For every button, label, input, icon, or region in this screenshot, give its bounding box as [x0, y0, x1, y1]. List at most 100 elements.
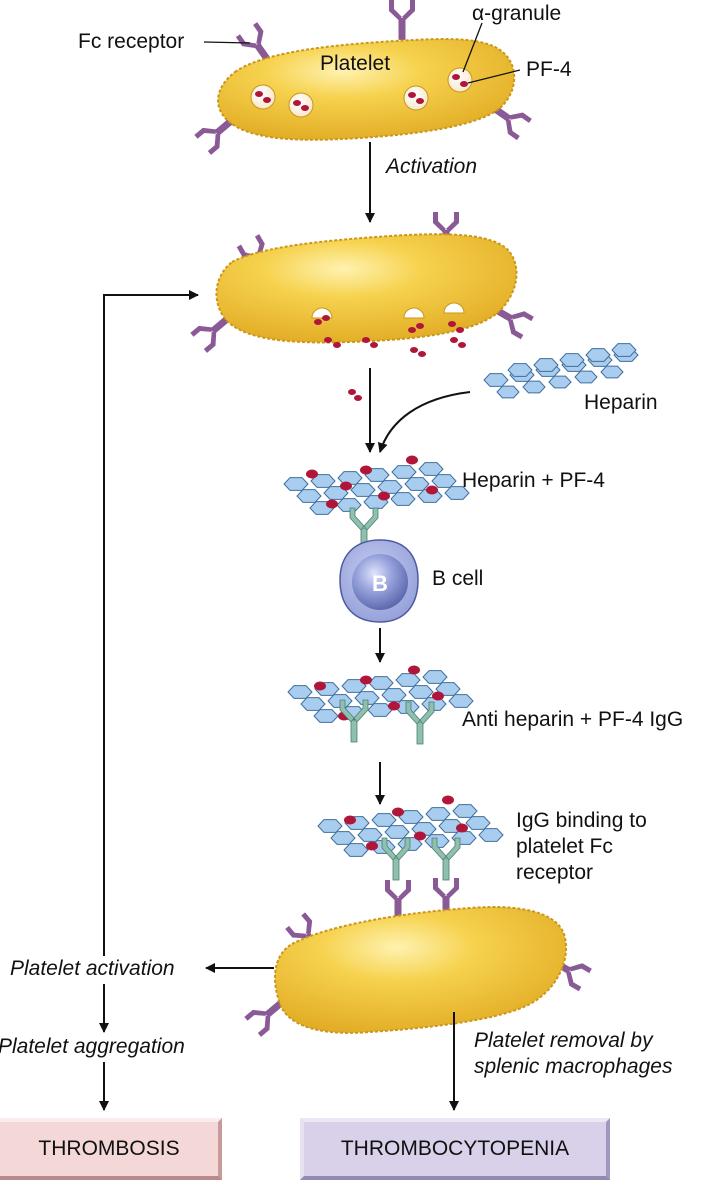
- heparin-unit: [559, 353, 585, 367]
- fc-receptor-icon: [385, 880, 411, 920]
- heparin-label: Heparin: [584, 391, 658, 414]
- heparin-unit: [357, 828, 383, 842]
- pf4-unit: [406, 455, 418, 465]
- heparin-unit: [296, 489, 322, 503]
- heparin-unit: [425, 807, 451, 821]
- pf4-unit: [360, 675, 372, 685]
- thrombosis-outcome-box: THROMBOSIS: [0, 1118, 222, 1180]
- pf4-label: PF-4: [526, 58, 572, 81]
- heparin-pf4-label: Heparin + PF-4: [462, 469, 605, 492]
- igg-antibody-icon: [381, 837, 411, 881]
- b-cell-label: B cell: [432, 567, 484, 590]
- heparin-unit: [377, 480, 403, 494]
- fc-receptor-icon: [389, 0, 415, 40]
- platelet-aggregation-label: Platelet aggregation: [0, 1035, 185, 1058]
- alpha-granule-icon: [311, 302, 465, 319]
- thrombocytopenia-outcome-box: THROMBOCYTOPENIA: [300, 1118, 610, 1180]
- heparin-unit: [283, 477, 309, 491]
- heparin-unit: [422, 670, 448, 684]
- pf4-molecule-icon: [255, 74, 468, 111]
- igg-binding-label-line3: receptor: [516, 861, 594, 884]
- heparin-unit: [343, 843, 369, 857]
- heparin-unit: [317, 819, 343, 833]
- heparin-unit: [336, 498, 362, 512]
- pf4-unit: [326, 499, 338, 509]
- heparin-unit: [448, 694, 474, 708]
- heparin-unit: [395, 673, 421, 687]
- platelet-removal-label-line2: splenic macrophages: [474, 1055, 673, 1078]
- heparin-unit: [600, 365, 624, 379]
- heparin-unit: [371, 813, 397, 827]
- igg-antibody-icon: [405, 701, 435, 745]
- heparin-pf4-complex-icon: [317, 795, 504, 857]
- b-cell-letter: B: [372, 571, 388, 596]
- heparin-unit: [452, 804, 478, 818]
- pf4-unit: [378, 491, 390, 501]
- platelet-label: Platelet: [320, 52, 391, 75]
- heparin-unit: [391, 465, 417, 479]
- heparin-unit: [496, 385, 520, 399]
- anti-heparin-igg-label: Anti heparin + PF-4 IgG: [462, 708, 684, 731]
- heparin-unit: [478, 828, 504, 842]
- igg-binding-label-line2: platelet Fc: [516, 835, 613, 858]
- heparin-pf4-complex-icon: [287, 665, 474, 723]
- thrombosis-label: THROMBOSIS: [38, 1137, 180, 1160]
- platelet-body: [274, 906, 568, 1034]
- pf4-unit: [366, 841, 378, 851]
- platelet-resting: [194, 0, 532, 155]
- heparin-unit: [313, 709, 339, 723]
- platelet-body: [215, 233, 518, 344]
- heparin-pf4-complex-icon: [283, 455, 470, 515]
- heparin-unit: [522, 380, 546, 394]
- alpha-granule-label: α-granule: [472, 2, 562, 25]
- released-pf4-icon: [314, 315, 466, 401]
- pf4-unit: [414, 831, 426, 841]
- pf4-unit: [340, 481, 352, 491]
- pf4-unit: [442, 795, 454, 805]
- heparin-unit: [444, 486, 470, 500]
- platelet-opsonized: [244, 906, 592, 1037]
- pf4-unit: [314, 681, 326, 691]
- pf4-unit: [360, 465, 372, 475]
- heparin-unit: [300, 697, 326, 711]
- heparin-unit: [404, 477, 430, 491]
- heparin-unit: [465, 816, 491, 830]
- heparin-unit: [381, 688, 407, 702]
- heparin-unit: [350, 483, 376, 497]
- pf4-unit: [426, 485, 438, 495]
- heparin-unit: [585, 348, 611, 362]
- pf4-unit: [388, 701, 400, 711]
- thrombocytopenia-label: THROMBOCYTOPENIA: [340, 1137, 570, 1160]
- heparin-unit: [548, 375, 572, 389]
- heparin-unit: [574, 370, 598, 384]
- platelet-body: [217, 38, 516, 141]
- heparin-unit: [390, 492, 416, 506]
- pf4-unit: [306, 469, 318, 479]
- heparin-chain-icon: [483, 343, 639, 399]
- pf4-unit: [392, 807, 404, 817]
- heparin-unit: [418, 462, 444, 476]
- heparin-unit: [330, 831, 356, 845]
- fc-receptor-label: Fc receptor: [78, 30, 185, 53]
- heparin-unit: [337, 471, 363, 485]
- heparin-unit: [483, 373, 509, 387]
- heparin-unit: [287, 685, 313, 699]
- heparin-unit: [368, 676, 394, 690]
- igg-binding-label-line1: IgG binding to: [516, 809, 647, 832]
- heparin-unit: [533, 358, 559, 372]
- pf4-unit: [344, 815, 356, 825]
- platelet-activated: [190, 212, 534, 401]
- pf4-unit: [456, 823, 468, 833]
- heparin-unit: [507, 363, 533, 377]
- b-cell-icon: B: [339, 539, 419, 623]
- pf4-unit: [432, 691, 444, 701]
- pf4-unit: [408, 665, 420, 675]
- heparin-unit: [431, 474, 457, 488]
- heparin-unit: [384, 825, 410, 839]
- platelet-removal-label-line1: Platelet removal by: [474, 1029, 653, 1052]
- heparin-unit: [611, 343, 637, 357]
- platelet-activation-label: Platelet activation: [10, 957, 175, 980]
- heparin-unit: [408, 685, 434, 699]
- activation-label: Activation: [386, 155, 478, 178]
